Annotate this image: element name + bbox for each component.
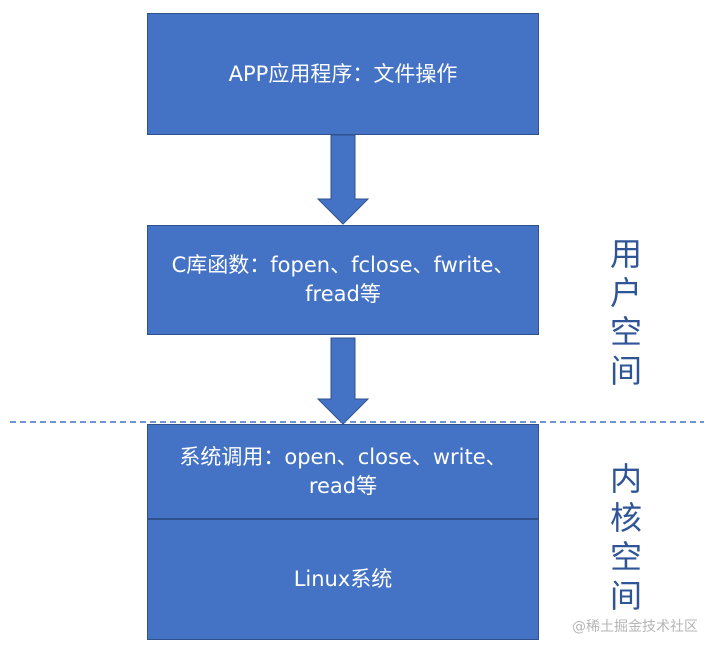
user-space-label: 用户空间 bbox=[609, 235, 642, 390]
system-call-box: 系统调用：open、close、write、 read等 bbox=[147, 424, 539, 519]
app-layer-label: APP应用程序：文件操作 bbox=[228, 61, 458, 86]
system-call-label-line2: read等 bbox=[308, 473, 378, 498]
c-library-label-line1: C库函数：fopen、fclose、fwrite、 bbox=[171, 253, 515, 277]
system-call-label-line1: 系统调用：open、close、write、 bbox=[179, 444, 507, 469]
linux-system-box: Linux系统 bbox=[147, 519, 539, 640]
linux-system-label: Linux系统 bbox=[293, 567, 393, 591]
app-layer-box: APP应用程序：文件操作 bbox=[147, 13, 539, 135]
arrow-clib-to-syscall bbox=[316, 337, 370, 425]
watermark: @稀土掘金技术社区 bbox=[572, 619, 698, 635]
c-library-label-line2: fread等 bbox=[305, 282, 381, 306]
arrow-app-to-clib bbox=[316, 134, 370, 225]
c-library-box: C库函数：fopen、fclose、fwrite、 fread等 bbox=[147, 225, 539, 335]
kernel-space-label: 内核空间 bbox=[609, 460, 642, 615]
